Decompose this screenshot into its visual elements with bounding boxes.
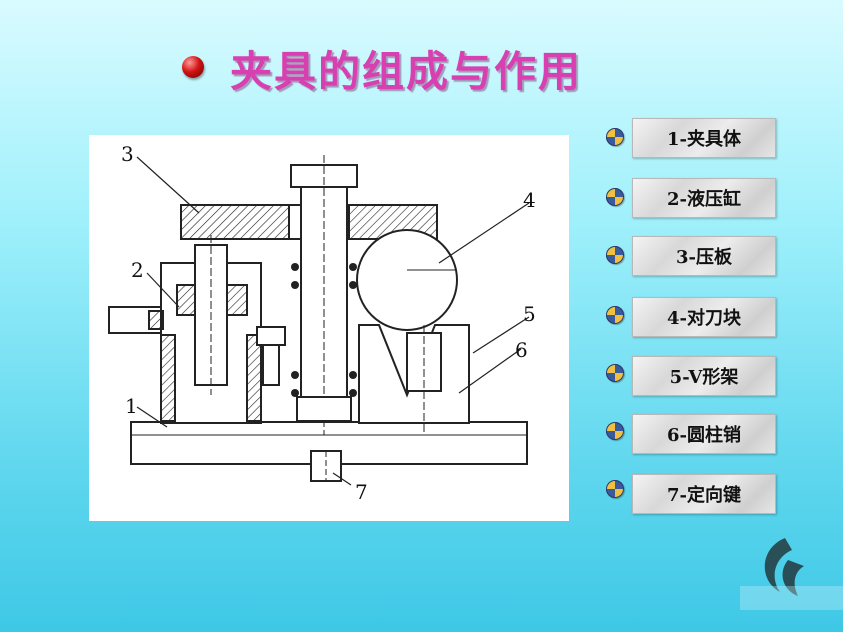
- callout-7: 7: [355, 480, 368, 504]
- slide-title: 夹具的组成与作用: [230, 47, 583, 96]
- legend-bullet-icon: [606, 306, 624, 324]
- legend-item-3[interactable]: 3-压板: [632, 236, 776, 276]
- legend-bullet-icon: [606, 246, 624, 264]
- callout-3: 3: [121, 142, 134, 166]
- callout-6: 6: [515, 338, 528, 362]
- callout-5: 5: [523, 302, 536, 326]
- legend-bullet-icon: [606, 188, 624, 206]
- title-bullet-icon: [182, 56, 204, 78]
- setting-block: [356, 229, 458, 331]
- legend-item-7[interactable]: 7-定向键: [632, 474, 776, 514]
- legend-bullet-icon: [606, 364, 624, 382]
- legend-item-5[interactable]: 5-V形架: [632, 356, 776, 396]
- callout-2: 2: [131, 258, 144, 282]
- legend-item-1[interactable]: 1-夹具体: [632, 118, 776, 158]
- legend-bullet-icon: [606, 480, 624, 498]
- fixture-diagram: 3 2 4 5 6 1 7: [89, 135, 569, 521]
- callout-4: 4: [523, 188, 536, 212]
- legend-bullet-icon: [606, 128, 624, 146]
- logo-icon: [740, 538, 843, 610]
- callout-1: 1: [125, 394, 138, 418]
- legend-item-4[interactable]: 4-对刀块: [632, 297, 776, 337]
- legend-item-2[interactable]: 2-液压缸: [632, 178, 776, 218]
- legend-bullet-icon: [606, 422, 624, 440]
- legend-item-6[interactable]: 6-圆柱销: [632, 414, 776, 454]
